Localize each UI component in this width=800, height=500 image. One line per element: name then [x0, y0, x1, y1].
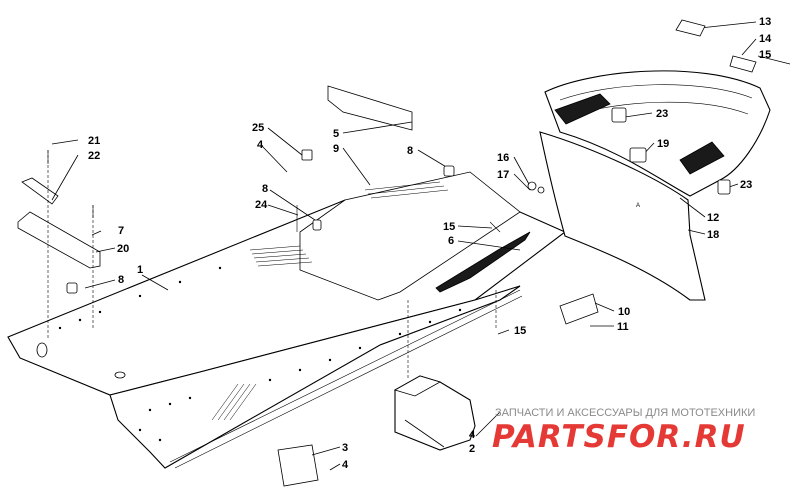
watermark: ЗАПЧАСТИ И АКСЕССУАРЫ ДЛЯ МОТОТЕХНИКИ PA… — [492, 407, 755, 455]
callout-4b: 4 — [257, 139, 264, 151]
snowflap-part — [539, 131, 706, 301]
callout-labels: 1 2 3 4 4 4 5 6 7 8 8 8 9 10 11 12 13 14… — [88, 16, 772, 471]
callout-15a: 15 — [759, 49, 771, 61]
reflector-part — [559, 293, 599, 325]
watermark-subtitle: ЗАПЧАСТИ И АКСЕССУАРЫ ДЛЯ МОТОТЕХНИКИ — [495, 407, 755, 419]
callout-15b: 15 — [443, 221, 455, 233]
callout-1: 1 — [137, 264, 143, 276]
tunnel-rivets — [58, 266, 462, 442]
bracket-part-22 — [21, 177, 59, 205]
callout-25: 25 — [252, 122, 264, 134]
callout-8a: 8 — [118, 274, 124, 286]
callout-20: 20 — [117, 243, 129, 255]
watermark-brand: PARTSFOR.RU — [492, 419, 746, 455]
callout-10: 10 — [618, 306, 630, 318]
callout-2: 2 — [469, 443, 475, 455]
callout-23b: 23 — [740, 179, 752, 191]
callout-18: 18 — [707, 229, 719, 241]
callout-11: 11 — [617, 321, 629, 333]
callout-17: 17 — [497, 169, 509, 181]
tunnel-part — [7, 171, 567, 469]
callout-5: 5 — [333, 128, 339, 140]
callout-23a: 23 — [656, 108, 668, 120]
callout-4a: 4 — [342, 459, 349, 471]
callout-3: 3 — [342, 442, 348, 454]
callout-9: 9 — [333, 143, 339, 155]
callout-13: 13 — [759, 16, 771, 28]
callout-4c: 4 — [469, 429, 476, 441]
leader-lines — [47, 21, 791, 471]
callout-7: 7 — [118, 225, 124, 237]
decal-part — [435, 231, 531, 293]
callout-24: 24 — [255, 199, 268, 211]
callout-15c: 15 — [514, 325, 526, 337]
flap-plate-part — [327, 85, 413, 131]
callout-14: 14 — [759, 33, 772, 45]
callout-12: 12 — [707, 212, 719, 224]
callout-19: 19 — [657, 138, 669, 150]
callout-16: 16 — [497, 152, 509, 164]
callout-22: 22 — [88, 150, 100, 162]
tunnel-grille-right — [364, 181, 449, 199]
hardware-parts — [47, 19, 757, 294]
svg-text:A: A — [636, 203, 640, 209]
rear-bumper-part — [544, 70, 771, 197]
mount-bracket-part — [393, 375, 476, 451]
plate-part — [277, 444, 319, 487]
tunnel-side-hatch — [211, 383, 257, 421]
bracket-part-20 — [17, 211, 101, 269]
tunnel-grille-left — [249, 245, 313, 267]
callout-8b: 8 — [262, 183, 268, 195]
callout-21: 21 — [88, 135, 100, 147]
callout-8c: 8 — [407, 145, 413, 157]
callout-6: 6 — [448, 235, 454, 247]
